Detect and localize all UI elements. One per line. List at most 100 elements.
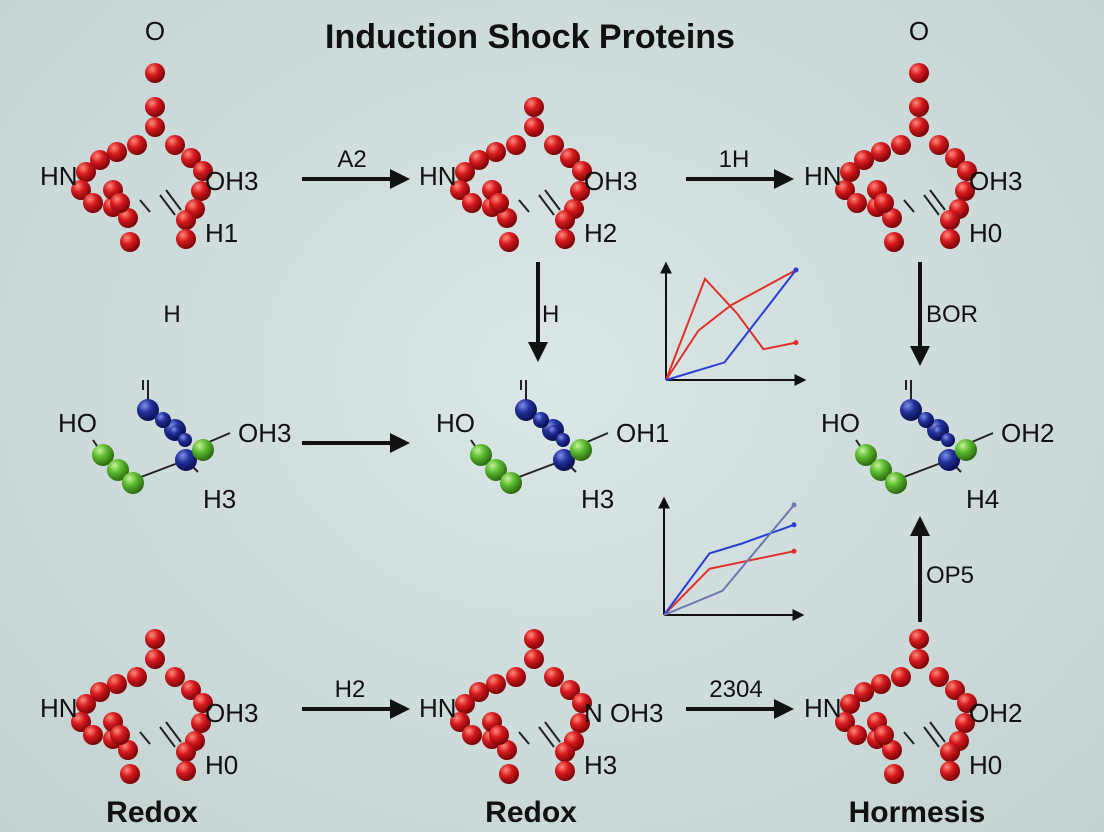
atom-red (560, 148, 580, 168)
atom-label-right: OH3 (584, 166, 637, 196)
atom-red (181, 148, 201, 168)
atom-label-left: HN (40, 693, 78, 723)
atom-red (110, 193, 130, 213)
bond (923, 194, 940, 216)
atom-green (570, 439, 592, 461)
atom-red (120, 764, 140, 784)
atom-blue (155, 412, 171, 428)
atom-red (854, 150, 874, 170)
atom-red (83, 725, 103, 745)
atom-red (854, 682, 874, 702)
atom-red (524, 649, 544, 669)
atom-red (176, 742, 196, 762)
atom-green (500, 472, 522, 494)
atom-red (874, 725, 894, 745)
atom-red (145, 649, 165, 669)
atom-red (909, 629, 929, 649)
atom-blue (900, 399, 922, 421)
atom-red (497, 740, 517, 760)
arrow-top-2-label: 1H (719, 146, 750, 173)
atom-red (165, 135, 185, 155)
atom-red (955, 181, 975, 201)
atom-label-bottom: H3 (203, 484, 236, 514)
atom-red (945, 148, 965, 168)
atom-blue (169, 425, 183, 439)
atom-label-bottom: H0 (969, 750, 1002, 780)
atom-blue (938, 449, 960, 471)
atom-red (107, 674, 127, 694)
atom-red (181, 680, 201, 700)
atom-label-left: HN (804, 693, 842, 723)
atom-red (909, 117, 929, 137)
atom-label-left: HN (419, 161, 457, 191)
atom-red (450, 180, 470, 200)
atom-red (145, 63, 165, 83)
atom-red (450, 712, 470, 732)
atom-red (76, 694, 96, 714)
atom-red (462, 725, 482, 745)
chart-point (791, 548, 797, 554)
atom-red (462, 193, 482, 213)
bond (903, 731, 915, 745)
atom-red (489, 193, 509, 213)
chart-point (793, 267, 799, 273)
atom-red (455, 694, 475, 714)
atom-green (92, 444, 114, 466)
atom-red (955, 713, 975, 733)
footer-label-left: Redox (106, 796, 198, 829)
atom-red (455, 162, 475, 182)
atom-red (110, 725, 130, 745)
atom-green (470, 444, 492, 466)
atom-red (145, 117, 165, 137)
bond (929, 189, 946, 211)
chart-series-line (665, 269, 797, 381)
atom-red (840, 162, 860, 182)
footer-label-right: Hormesis (849, 796, 986, 829)
atom-label-left: HN (419, 693, 457, 723)
chart-series-line (663, 523, 795, 616)
bond (139, 199, 151, 213)
bond (903, 199, 915, 213)
bond (518, 199, 530, 213)
atom-blue (175, 449, 197, 471)
atom-red (524, 117, 544, 137)
atom-red (555, 210, 575, 230)
atom-red (835, 712, 855, 732)
arrow-up-right-label: OP5 (926, 562, 974, 589)
atom-red (840, 694, 860, 714)
atom-red (76, 162, 96, 182)
chart-series-line (665, 276, 797, 381)
atom-blue (553, 449, 575, 471)
atom-red (957, 161, 977, 181)
bond (538, 726, 555, 748)
atom-red (909, 649, 929, 669)
atom-red (847, 193, 867, 213)
atom-label-right: OH1 (616, 418, 669, 448)
bond (544, 721, 561, 743)
arrow-down-right-label: BOR (926, 301, 978, 328)
atom-red (176, 229, 196, 249)
mini-chart (660, 261, 807, 386)
atom-red (957, 693, 977, 713)
bond (165, 189, 182, 211)
bond (165, 721, 182, 743)
atom-red (544, 135, 564, 155)
atom-label-right: OH3 (969, 166, 1022, 196)
atom-red (145, 629, 165, 649)
atom-label-bottom: H0 (969, 218, 1002, 248)
atom-label-left: HO (821, 408, 860, 438)
atom-label-bottom: H1 (205, 218, 238, 248)
atom-red (524, 97, 544, 117)
atom-red (570, 181, 590, 201)
atom-red (882, 208, 902, 228)
atom-red (560, 680, 580, 700)
atom-red (489, 725, 509, 745)
atom-red (884, 232, 904, 252)
stray-label: H (163, 301, 180, 328)
atom-red (882, 740, 902, 760)
chart-series-line (663, 504, 795, 616)
